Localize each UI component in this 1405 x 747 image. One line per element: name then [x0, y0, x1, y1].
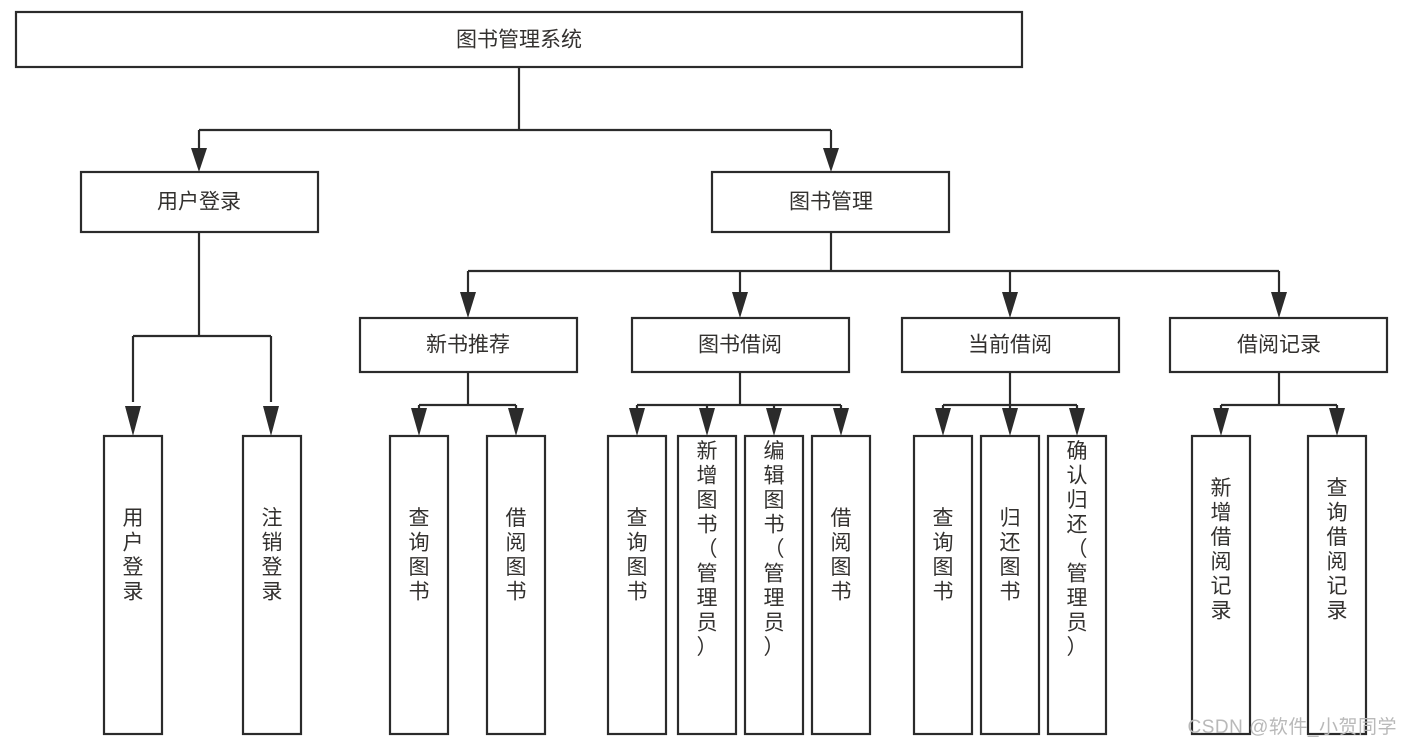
- arrowhead-br-leaf-2: [1329, 408, 1345, 436]
- node-new-book-recommend-label: 新书推荐: [426, 334, 510, 357]
- connector-group-current-borrow: [935, 372, 1085, 436]
- node-book-manage-label: 图书管理: [789, 191, 873, 214]
- leaf-nbr-query-book-box[interactable]: [388, 434, 450, 736]
- node-new-book-recommend[interactable]: 新书推荐: [358, 316, 579, 374]
- connector-group-new-book-recommend: [411, 372, 524, 436]
- leaf-bb-query-book-box[interactable]: [606, 434, 668, 736]
- leaf-br-add-record-label: 新增借阅记录: [1211, 477, 1232, 623]
- leaf-cb-return-book-label: 归还图书: [1000, 507, 1021, 604]
- leaf-nbr-borrow-book-box[interactable]: [485, 434, 547, 736]
- leaf-node[interactable]: 注销登录: [241, 434, 303, 736]
- arrowhead-br-leaf-1: [1213, 408, 1229, 436]
- leaf-bb-borrow-book-label: 借阅图书: [831, 507, 852, 604]
- arrowhead-bb-leaf-2: [699, 408, 715, 436]
- leaf-br-query-record-label: 查询借阅记录: [1327, 477, 1348, 623]
- arrowhead-leaf-user-login: [125, 406, 141, 436]
- leaf-bb-add-book-label: 新增图书（管理员）: [697, 440, 718, 659]
- leaf-cb-confirm-return-box[interactable]: [1046, 434, 1108, 736]
- arrowhead-book-manage: [823, 148, 839, 172]
- connector-group-book-manage: [460, 232, 1287, 318]
- leaf-bb-edit-book-box[interactable]: [743, 434, 805, 736]
- leaf-node[interactable]: 确认归还（管理员）: [1046, 434, 1108, 736]
- node-book-borrow-box[interactable]: [630, 316, 851, 374]
- arrowhead-nbr-leaf-1: [411, 408, 427, 436]
- leaf-node[interactable]: 编辑图书（管理员）: [743, 434, 805, 736]
- arrowhead-leaf-logout: [263, 406, 279, 436]
- arrowhead-cb-leaf-2: [1002, 408, 1018, 436]
- leaf-cb-query-book-label: 查询图书: [933, 507, 954, 604]
- arrowhead-current-borrow: [1002, 292, 1018, 318]
- arrowhead-cb-leaf-3: [1069, 408, 1085, 436]
- node-root[interactable]: 图书管理系统: [14, 10, 1024, 69]
- node-book-manage[interactable]: 图书管理: [710, 170, 951, 234]
- node-new-book-recommend-box[interactable]: [358, 316, 579, 374]
- node-current-borrow[interactable]: 当前借阅: [900, 316, 1121, 374]
- node-book-borrow-label: 图书借阅: [698, 334, 782, 357]
- leaf-node[interactable]: 查询图书: [388, 434, 450, 736]
- node-root-label: 图书管理系统: [456, 29, 582, 52]
- leaf-logout-box[interactable]: [241, 434, 303, 736]
- node-user-login-label: 用户登录: [157, 191, 241, 214]
- leaf-bb-borrow-book-box[interactable]: [810, 434, 872, 736]
- leaf-node[interactable]: 新增图书（管理员）: [676, 434, 738, 736]
- leaf-node[interactable]: 用户登录: [102, 434, 164, 736]
- node-book-manage-box[interactable]: [710, 170, 951, 234]
- arrowhead-cb-leaf-1: [935, 408, 951, 436]
- leaf-node[interactable]: 查询图书: [912, 434, 974, 736]
- node-user-login[interactable]: 用户登录: [79, 170, 320, 234]
- leaf-bb-edit-book-label: 编辑图书（管理员）: [764, 440, 785, 659]
- leaf-bb-add-book-box[interactable]: [676, 434, 738, 736]
- leaf-node[interactable]: 借阅图书: [485, 434, 547, 736]
- connector-group-borrow-records: [1213, 372, 1345, 436]
- leaf-user-login-label: 用户登录: [123, 507, 144, 604]
- leaf-user-login-box[interactable]: [102, 434, 164, 736]
- leaf-nbr-borrow-book-label: 借阅图书: [506, 507, 527, 604]
- leaf-br-query-record-box[interactable]: [1306, 434, 1368, 736]
- leaf-cb-confirm-return-label: 确认归还（管理员）: [1067, 440, 1088, 659]
- arrowhead-bb-leaf-3: [766, 408, 782, 436]
- leaf-nbr-query-book-label: 查询图书: [409, 507, 430, 604]
- leaf-cb-query-book-box[interactable]: [912, 434, 974, 736]
- node-current-borrow-box[interactable]: [900, 316, 1121, 374]
- leaf-node[interactable]: 查询图书: [606, 434, 668, 736]
- leaf-node[interactable]: 借阅图书: [810, 434, 872, 736]
- connector-group-book-borrow: [629, 372, 849, 436]
- leaf-node[interactable]: 新增借阅记录: [1190, 434, 1252, 736]
- leaf-logout-label: 注销登录: [262, 507, 283, 604]
- connector-group-root: [191, 66, 839, 172]
- node-borrow-records-box[interactable]: [1168, 316, 1389, 374]
- arrowhead-bb-leaf-1: [629, 408, 645, 436]
- arrowhead-nbr-leaf-2: [508, 408, 524, 436]
- leaf-cb-return-book-box[interactable]: [979, 434, 1041, 736]
- csdn-watermark: CSDN @软件_小贺同学: [1187, 717, 1397, 738]
- node-current-borrow-label: 当前借阅: [968, 334, 1052, 357]
- leaf-node[interactable]: 查询借阅记录: [1306, 434, 1368, 736]
- arrowhead-new-book-recommend: [460, 292, 476, 318]
- node-root-box[interactable]: [14, 10, 1024, 69]
- connector-group-user-login: [125, 232, 279, 436]
- leaf-node[interactable]: 归还图书: [979, 434, 1041, 736]
- node-borrow-records[interactable]: 借阅记录: [1168, 316, 1389, 374]
- arrowhead-book-borrow: [732, 292, 748, 318]
- arrowhead-user-login: [191, 148, 207, 172]
- node-user-login-box[interactable]: [79, 170, 320, 234]
- arrowhead-bb-leaf-4: [833, 408, 849, 436]
- node-book-borrow[interactable]: 图书借阅: [630, 316, 851, 374]
- leaf-bb-query-book-label: 查询图书: [627, 507, 648, 604]
- leaf-br-add-record-box[interactable]: [1190, 434, 1252, 736]
- arrowhead-borrow-records: [1271, 292, 1287, 318]
- node-borrow-records-label: 借阅记录: [1237, 334, 1321, 357]
